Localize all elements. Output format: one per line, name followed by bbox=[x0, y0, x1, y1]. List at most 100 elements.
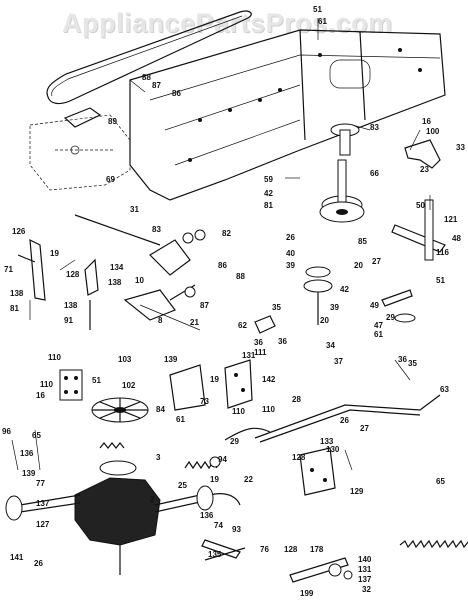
part-number-label: 31 bbox=[130, 205, 139, 214]
part-number-label: 20 bbox=[320, 316, 329, 325]
part-number-label: 3 bbox=[156, 453, 161, 462]
part-number-label: 34 bbox=[326, 341, 335, 350]
part-number-label: 93 bbox=[232, 525, 241, 534]
part-number-label: 138 bbox=[10, 289, 24, 298]
part-number-label: 142 bbox=[262, 375, 276, 384]
part-number-label: 110 bbox=[48, 353, 61, 362]
part-number-label: 121 bbox=[444, 215, 458, 224]
part-number-label: 51 bbox=[436, 276, 445, 285]
part-number-label: 32 bbox=[362, 585, 371, 594]
part-number-label: 49 bbox=[370, 301, 379, 310]
part-number-label: 51 bbox=[313, 5, 322, 14]
rod-28 bbox=[224, 394, 441, 443]
part-number-label: 141 bbox=[10, 553, 24, 562]
part-number-label: 61 bbox=[318, 17, 327, 26]
drive-belt bbox=[46, 10, 252, 105]
right-arm-assembly bbox=[381, 199, 446, 323]
shift-lever-assembly bbox=[74, 214, 206, 331]
part-number-label: 131 bbox=[358, 565, 372, 574]
part-number-label: 65 bbox=[32, 431, 41, 440]
part-number-label: 128 bbox=[292, 453, 306, 462]
transaxle-assembly bbox=[5, 442, 214, 575]
part-number-label: 37 bbox=[334, 357, 343, 366]
part-number-label: 39 bbox=[330, 303, 339, 312]
part-number-label: 2 bbox=[150, 495, 155, 504]
bracket-23 bbox=[404, 139, 441, 169]
part-number-label: 83 bbox=[152, 225, 161, 234]
idler-pulleys bbox=[303, 266, 333, 325]
part-number-label: 199 bbox=[300, 589, 314, 598]
part-number-label: 84 bbox=[156, 405, 165, 414]
part-number-label: 35 bbox=[272, 303, 281, 312]
part-number-label: 42 bbox=[264, 189, 273, 198]
part-number-label: 65 bbox=[436, 477, 445, 486]
part-number-label: 130 bbox=[326, 445, 340, 454]
part-number-label: 36 bbox=[254, 338, 263, 347]
part-number-label: 110 bbox=[262, 405, 275, 414]
spring-94 bbox=[184, 456, 221, 470]
part-number-label: 139 bbox=[22, 469, 36, 478]
part-number-label: 26 bbox=[34, 559, 43, 568]
clutch-pulley-assembly bbox=[319, 123, 365, 223]
part-number-label: 76 bbox=[260, 545, 269, 554]
bracket-89 bbox=[63, 107, 102, 128]
linkage-134 bbox=[84, 258, 99, 330]
part-number-label: 133 bbox=[320, 437, 334, 446]
part-number-label: 103 bbox=[118, 355, 132, 364]
part-number-label: 96 bbox=[2, 427, 11, 436]
part-number-label: 129 bbox=[350, 487, 364, 496]
part-number-label: 48 bbox=[452, 234, 461, 243]
part-number-label: 61 bbox=[374, 330, 383, 339]
part-number-label: 74 bbox=[214, 521, 223, 530]
part-number-label: 81 bbox=[264, 201, 273, 210]
bushing-62 bbox=[254, 315, 276, 334]
part-number-label: 82 bbox=[222, 229, 231, 238]
part-number-label: 178 bbox=[310, 545, 324, 554]
part-number-label: 83 bbox=[370, 123, 379, 132]
part-number-label: 73 bbox=[200, 397, 209, 406]
part-number-label: 62 bbox=[238, 321, 247, 330]
part-number-label: 16 bbox=[36, 391, 45, 400]
part-number-label: 26 bbox=[286, 233, 295, 242]
part-number-label: 28 bbox=[292, 395, 301, 404]
part-number-label: 51 bbox=[92, 376, 101, 385]
lever-135 bbox=[201, 539, 246, 561]
part-number-label: 20 bbox=[354, 261, 363, 270]
part-number-label: 27 bbox=[372, 257, 381, 266]
part-number-label: 42 bbox=[340, 285, 349, 294]
part-number-label: 16 bbox=[422, 117, 431, 126]
part-number-label: 22 bbox=[244, 475, 253, 484]
fan-bracket-110 bbox=[59, 369, 83, 401]
part-number-label: 29 bbox=[230, 437, 239, 446]
chassis-frame bbox=[129, 29, 446, 201]
part-number-label: 87 bbox=[200, 301, 209, 310]
part-number-label: 66 bbox=[370, 169, 379, 178]
part-number-label: 8 bbox=[158, 316, 163, 325]
part-number-label: 59 bbox=[264, 175, 273, 184]
part-number-label: 126 bbox=[12, 227, 26, 236]
part-number-label: 100 bbox=[426, 127, 440, 136]
part-number-label: 86 bbox=[172, 89, 181, 98]
part-number-label: 71 bbox=[4, 265, 13, 274]
part-number-label: 127 bbox=[36, 520, 50, 529]
part-number-label: 40 bbox=[286, 249, 295, 258]
part-number-label: 63 bbox=[440, 385, 449, 394]
linkage-178 bbox=[289, 557, 353, 583]
part-number-label: 111 bbox=[254, 348, 267, 357]
part-number-label: 128 bbox=[284, 545, 298, 554]
bracket-111 bbox=[224, 359, 253, 409]
watermark-logo: AppliancePartsPros.com bbox=[62, 8, 393, 38]
part-number-label: 19 bbox=[210, 475, 219, 484]
part-number-label: 50 bbox=[416, 201, 425, 210]
part-number-label: 33 bbox=[456, 143, 465, 152]
part-number-label: 29 bbox=[386, 313, 395, 322]
part-number-label: 36 bbox=[398, 355, 407, 364]
part-number-label: 139 bbox=[164, 355, 178, 364]
spring-65 bbox=[399, 539, 468, 549]
part-number-label: 10 bbox=[135, 276, 144, 285]
part-number-label: 77 bbox=[36, 479, 45, 488]
cooling-fan-84 bbox=[91, 397, 149, 423]
bracket-130 bbox=[299, 447, 336, 496]
